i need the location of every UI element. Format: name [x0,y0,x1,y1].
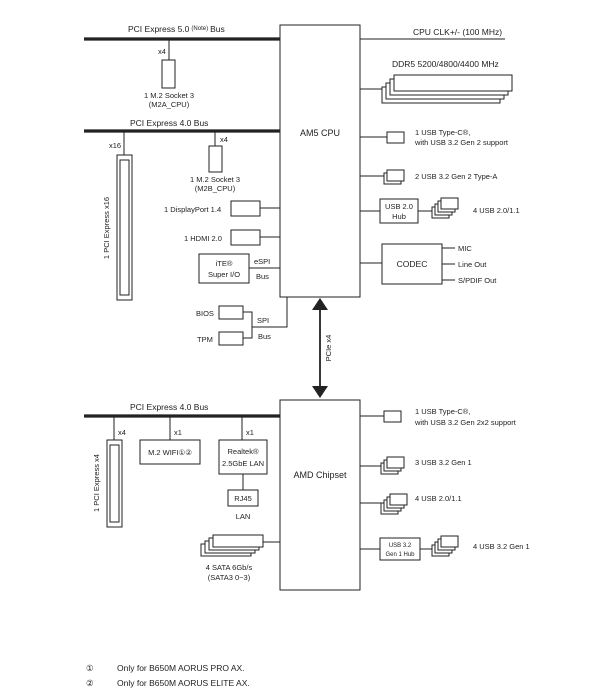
usb32-hub-label-1: USB 3.2 [389,543,412,549]
cpu-usbc-label-1: 1 USB Type-C®, [415,128,470,137]
espi-bus-label: Bus [256,272,269,281]
pcie-x4-link-arrow [312,298,328,398]
chipset-usbc-port [383,410,402,423]
realtek-label-1: Realtek® [228,447,259,456]
footnote-1-mark: ① [86,663,94,673]
bios-chip [218,305,244,320]
cpu-usb20-label: 4 USB 2.0/1.1 [473,206,520,215]
ite-label-2: Super I/O [208,270,240,279]
spi-bracket [243,311,253,339]
x16-lanes: x16 [109,141,121,150]
spi-label: SPI [257,316,269,325]
pcie-x16-slot-label: 1 PCI Express x16 [102,197,111,259]
rj45-label: RJ45 [234,494,252,503]
m2b-label-1: 1 M.2 Socket 3 [190,175,240,184]
m2b-label-2: (M2B_CPU) [195,184,236,193]
ddr5-label: DDR5 5200/4800/4400 MHz [392,59,499,69]
chipset-usb32-gen1-stack [380,456,405,475]
displayport-label: 1 DisplayPort 1.4 [164,205,221,214]
sata-port-stack [200,534,264,557]
mic-label: MIC [458,244,472,253]
bios-label: BIOS [196,309,214,318]
m2a-label-2: (M2A_CPU) [149,100,190,109]
footnote-2-mark: ② [86,678,94,688]
m2a-label-1: 1 M.2 Socket 3 [144,91,194,100]
pcie-x16-slot-inner [119,159,130,296]
cpu-usbc-label-2: with USB 3.2 Gen 2 support [414,138,509,147]
chipset-usbc-label-2: with USB 3.2 Gen 2x2 support [414,418,517,427]
amd-chipset [279,399,361,591]
lan-label: LAN [236,512,251,521]
m2a-lanes: x4 [158,47,166,56]
chipset-usb32-gen1-label: 3 USB 3.2 Gen 1 [415,458,472,467]
pcie4-chipset-bus-label: PCI Express 4.0 Bus [130,402,208,412]
usb20-hub [379,198,419,224]
hdmi-port [230,229,261,246]
lan-lanes: x1 [246,428,254,437]
sata-label-2: (SATA3 0~3) [208,573,251,582]
cpu-usb-typea-label: 2 USB 3.2 Gen 2 Type-A [415,172,497,181]
pcie-x4-slot-label: 1 PCI Express x4 [92,454,101,512]
usb32-hub-label-2: Gen 1 Hub [385,552,415,558]
espi-label: eSPI [254,257,270,266]
m2-wifi-label: M.2 WIFI①② [148,448,192,457]
chipset-usb32-hub-port-stack [431,535,459,557]
displayport-port [230,200,261,217]
ite-label-1: iTE® [216,259,233,268]
spi-bus-label: Bus [258,332,271,341]
tpm-chip [218,331,244,346]
amd-chipset-label: AMD Chipset [293,470,347,480]
chipset-usbc-label-1: 1 USB Type-C®, [415,407,470,416]
footnote-1-text: Only for B650M AORUS PRO AX. [117,663,245,673]
codec-label: CODEC [397,259,428,269]
cpu-usb20-port-stack [431,197,459,219]
ddr5-dimm-stack [381,74,513,104]
pcie-x4-slot-lanes: x4 [118,428,126,437]
wifi-lanes: x1 [174,428,182,437]
footnote-2-text: Only for B650M AORUS ELITE AX. [117,678,250,688]
m2a-socket [161,59,176,89]
cpu-usbc-port [386,131,405,144]
usb20-hub-label-1: USB 2.0 [385,202,413,211]
line-out-label: Line Out [458,260,487,269]
m2-wifi-slot [139,439,201,465]
tpm-label: TPM [197,335,213,344]
cpu-clk-label: CPU CLK+/- (100 MHz) [413,27,502,37]
realtek-lan-chip [218,439,268,475]
hdmi-label: 1 HDMI 2.0 [184,234,222,243]
am5-cpu-label: AM5 CPU [300,128,340,138]
spdif-label: S/PDIF Out [458,276,497,285]
pcie4-cpu-bus-label: PCI Express 4.0 Bus [130,118,208,128]
m2b-socket [208,145,223,173]
usb20-hub-label-2: Hub [392,212,406,221]
cpu-usb-typea-stack [383,169,405,185]
pcie-x4-slot-inner [109,444,120,523]
am5-cpu [279,24,361,298]
realtek-label-2: 2.5GbE LAN [222,459,264,468]
pcie-x4-link-label: PCIe x4 [324,335,333,362]
chipset-usb20-label: 4 USB 2.0/1.1 [415,494,462,503]
pcie5-bus-label: PCI Express 5.0(Note)Bus [128,24,225,34]
m2b-lanes: x4 [220,135,228,144]
chipset-usb20-stack [380,493,408,515]
spi-bus-link [252,297,288,328]
sata-label-1: 4 SATA 6Gb/s [206,563,253,572]
chipset-usb32-hub-label: 4 USB 3.2 Gen 1 [473,542,530,551]
rj45-port [227,489,259,507]
